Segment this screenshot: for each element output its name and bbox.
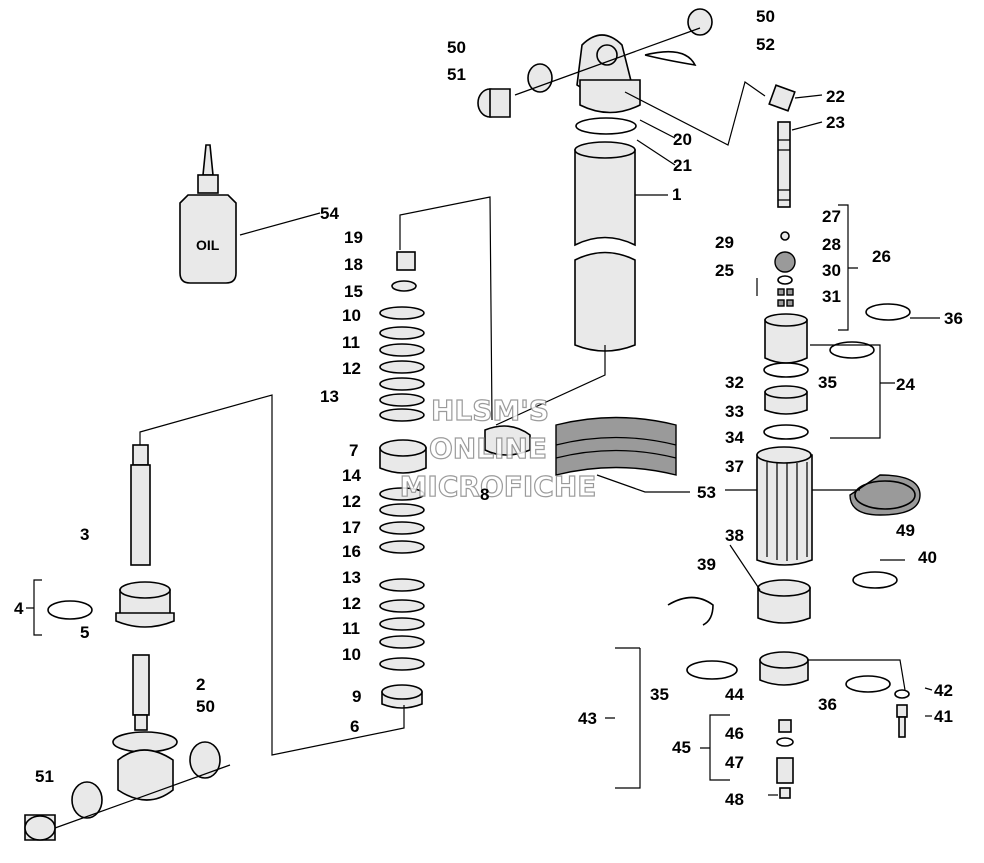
label-10a: 10: [342, 306, 361, 325]
label-38: 38: [725, 526, 744, 545]
label-13a: 13: [320, 387, 339, 406]
watermark: HLSM'S ONLINE MICROFICHE: [399, 393, 597, 503]
label-9: 9: [352, 687, 361, 706]
label-48: 48: [725, 790, 744, 809]
reservoir-sleeve: [756, 446, 921, 566]
label-39: 39: [697, 555, 716, 574]
label-13b: 13: [342, 568, 361, 587]
watermark-line3: MICROFICHE: [400, 470, 597, 503]
label-26: 26: [872, 247, 891, 266]
label-30: 30: [822, 261, 841, 280]
label-49: 49: [896, 521, 915, 540]
label-35b: 35: [650, 685, 669, 704]
label-16: 16: [342, 542, 361, 561]
label-21: 21: [673, 156, 692, 175]
upper-eye-assembly: [477, 8, 713, 135]
label-36b: 36: [818, 695, 837, 714]
label-24: 24: [896, 375, 915, 394]
label-45: 45: [672, 738, 691, 757]
label-3: 3: [80, 525, 89, 544]
label-12c: 12: [342, 594, 361, 613]
piston-stack: [379, 251, 531, 709]
label-40: 40: [918, 548, 937, 567]
label-51b: 51: [35, 767, 54, 786]
label-28: 28: [822, 235, 841, 254]
reservoir-lower-parts: [667, 571, 910, 799]
label-31: 31: [822, 287, 841, 306]
label-43: 43: [578, 709, 597, 728]
label-17: 17: [342, 518, 361, 537]
label-11b: 11: [342, 619, 360, 638]
label-12b: 12: [342, 492, 361, 511]
label-42: 42: [934, 681, 953, 700]
label-10b: 10: [342, 645, 361, 664]
decal: [555, 416, 677, 476]
oil-bottle: OIL: [179, 144, 237, 284]
label-8: 8: [480, 485, 489, 504]
label-33: 33: [725, 402, 744, 421]
valve-stem: [624, 81, 796, 208]
assembly-lines: [139, 196, 606, 756]
label-29: 29: [715, 233, 734, 252]
watermark-line2: ONLINE: [429, 432, 547, 465]
label-50c: 50: [196, 697, 215, 716]
label-6: 6: [350, 717, 359, 736]
label-53: 53: [697, 483, 716, 502]
label-35a: 35: [818, 373, 837, 392]
leader-lines: [26, 94, 940, 796]
shock-body-tube: [574, 141, 636, 352]
label-4: 4: [14, 599, 24, 618]
shaft-and-lower-eye: [24, 444, 231, 841]
label-37: 37: [725, 457, 744, 476]
watermark-line1: HLSM'S: [431, 394, 549, 427]
bottle-label: OIL: [196, 237, 220, 253]
label-18: 18: [344, 255, 363, 274]
label-23: 23: [826, 113, 845, 132]
label-1: 1: [672, 185, 681, 204]
label-50b: 50: [447, 38, 466, 57]
label-52: 52: [756, 35, 775, 54]
label-50a: 50: [756, 7, 775, 26]
label-54: 54: [320, 204, 339, 223]
label-46: 46: [725, 724, 744, 743]
label-15: 15: [344, 282, 363, 301]
label-12a: 12: [342, 359, 361, 378]
label-11a: 11: [342, 333, 360, 352]
label-20: 20: [673, 130, 692, 149]
label-47: 47: [725, 753, 744, 772]
label-25: 25: [715, 261, 734, 280]
label-44: 44: [725, 685, 744, 704]
label-41: 41: [934, 707, 953, 726]
label-34: 34: [725, 428, 744, 447]
label-51a: 51: [447, 65, 466, 84]
part-labels: 1 2 3 4 5 6 7 8 9 10 10 11 11 12 12 12 1…: [14, 7, 963, 809]
label-36a: 36: [944, 309, 963, 328]
label-5: 5: [80, 623, 89, 642]
label-14: 14: [342, 466, 361, 485]
label-19: 19: [344, 228, 363, 247]
label-27: 27: [822, 207, 841, 226]
reservoir-upper-parts: [756, 231, 911, 440]
label-7: 7: [349, 441, 358, 460]
label-32: 32: [725, 373, 744, 392]
label-22: 22: [826, 87, 845, 106]
label-2: 2: [196, 675, 205, 694]
